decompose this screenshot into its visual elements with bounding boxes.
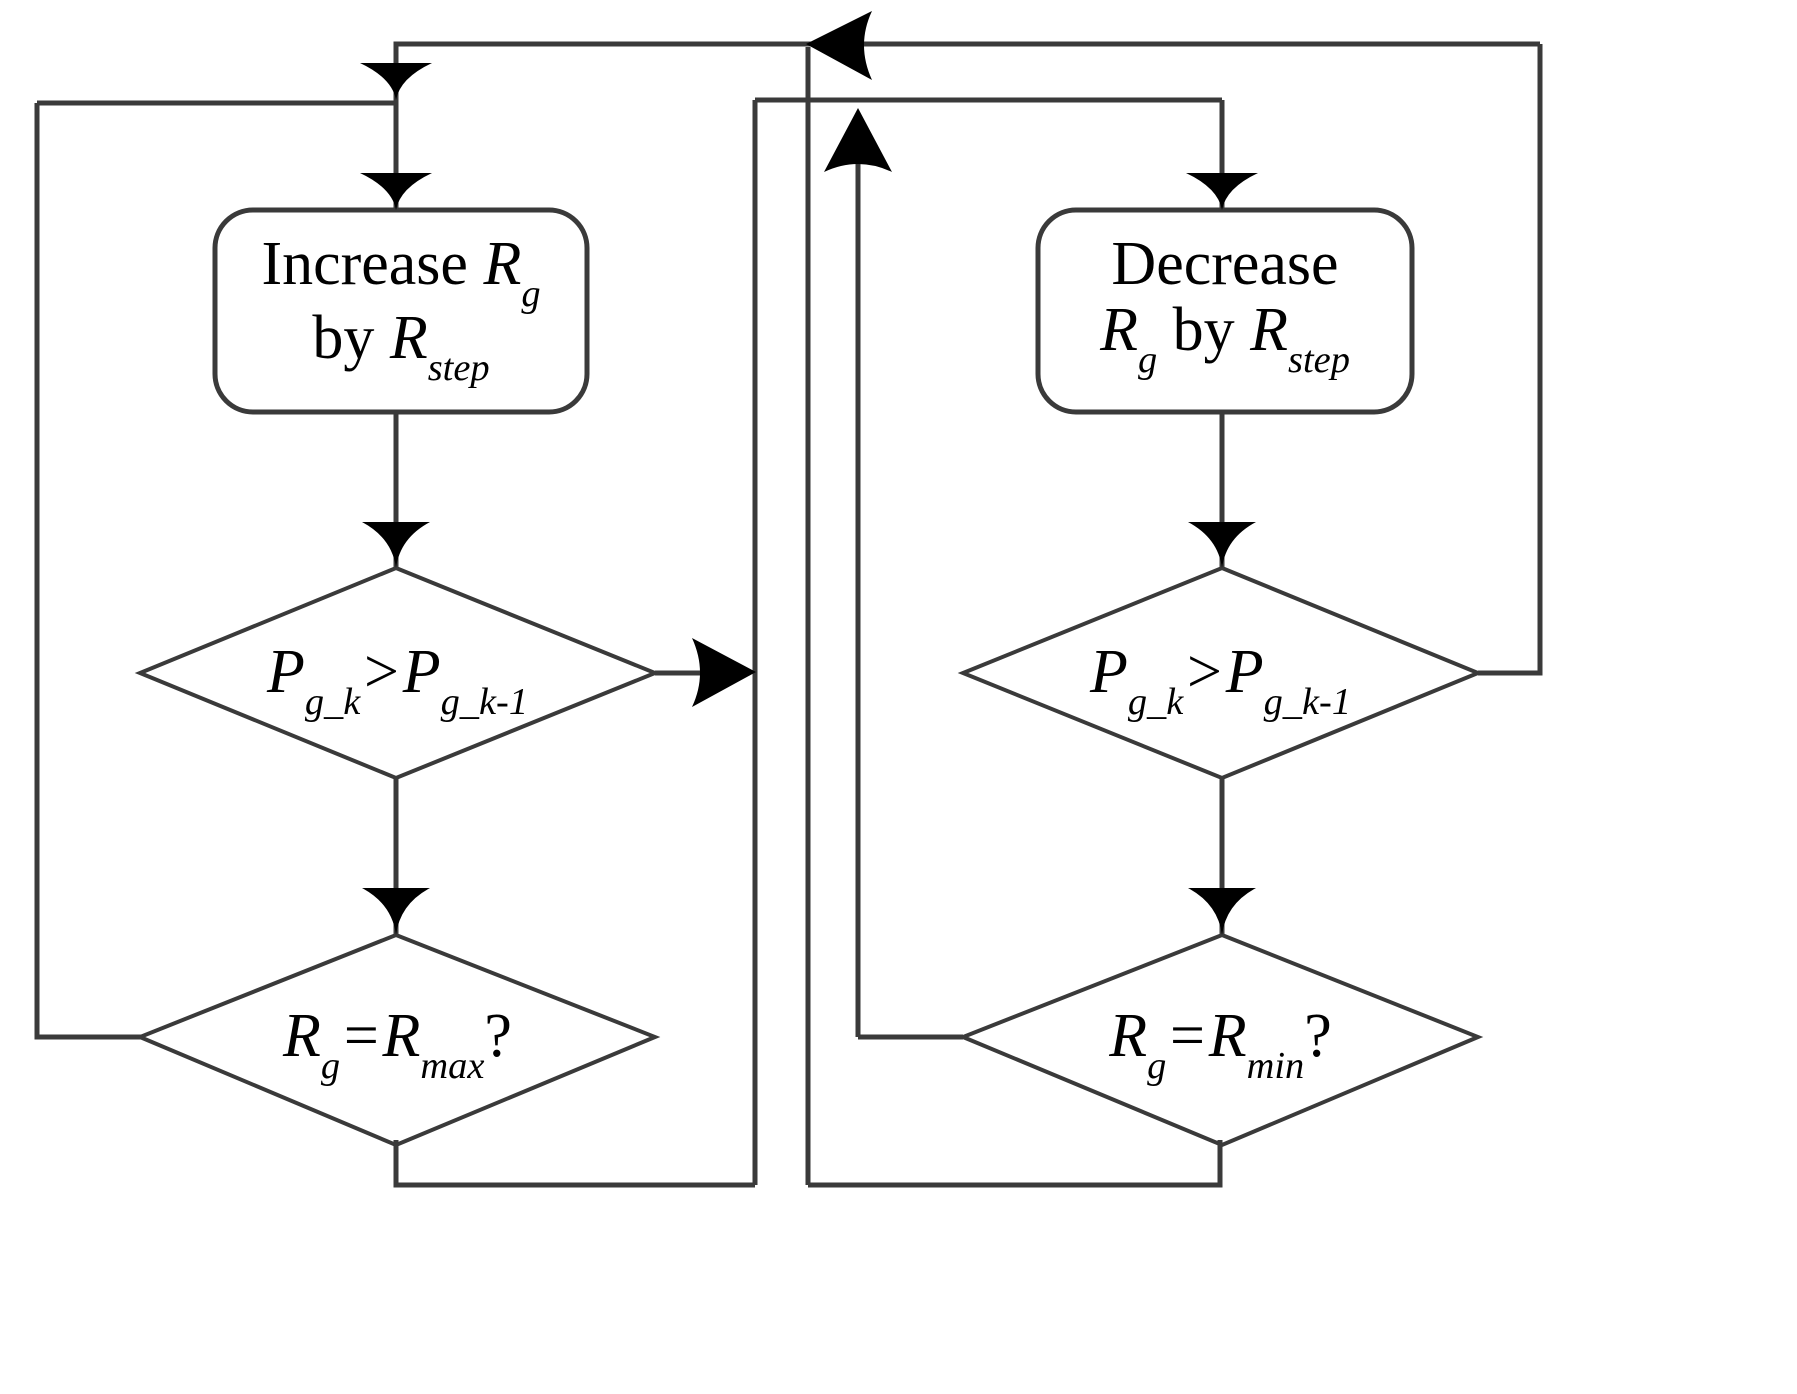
connector-rmax-false-to-left-rail (34, 103, 142, 1040)
arrowhead-left-power-right (692, 638, 756, 707)
connector-rmax-bottom-loop (393, 1140, 755, 1188)
arrowhead-into-rmin-diamond (1188, 888, 1256, 935)
arrowhead-top-left-first (360, 63, 432, 100)
node-left-power-diamond-shape (134, 565, 661, 781)
node-rmin-diamond-shape (957, 932, 1484, 1148)
arrowhead-into-left-power-diamond (362, 522, 430, 568)
arrowhead-into-rmax-diamond (362, 888, 430, 935)
arrowhead-into-increase-box (360, 173, 432, 210)
node-increase-box-shape (212, 207, 590, 415)
connector-rmin-bottom-loop (808, 1140, 1223, 1188)
node-rmax-diamond-shape (134, 932, 661, 1148)
node-decrease-box-shape (1035, 207, 1415, 415)
arrowhead-into-right-power-diamond (1188, 522, 1256, 568)
connector-right-power-right-out (1478, 44, 1543, 676)
arrowhead-into-decrease-box (1186, 173, 1258, 210)
arrowhead-rmin-return-up (824, 108, 892, 172)
node-right-power-diamond-shape (957, 565, 1484, 781)
arrowhead-top-rail-left (806, 11, 872, 80)
